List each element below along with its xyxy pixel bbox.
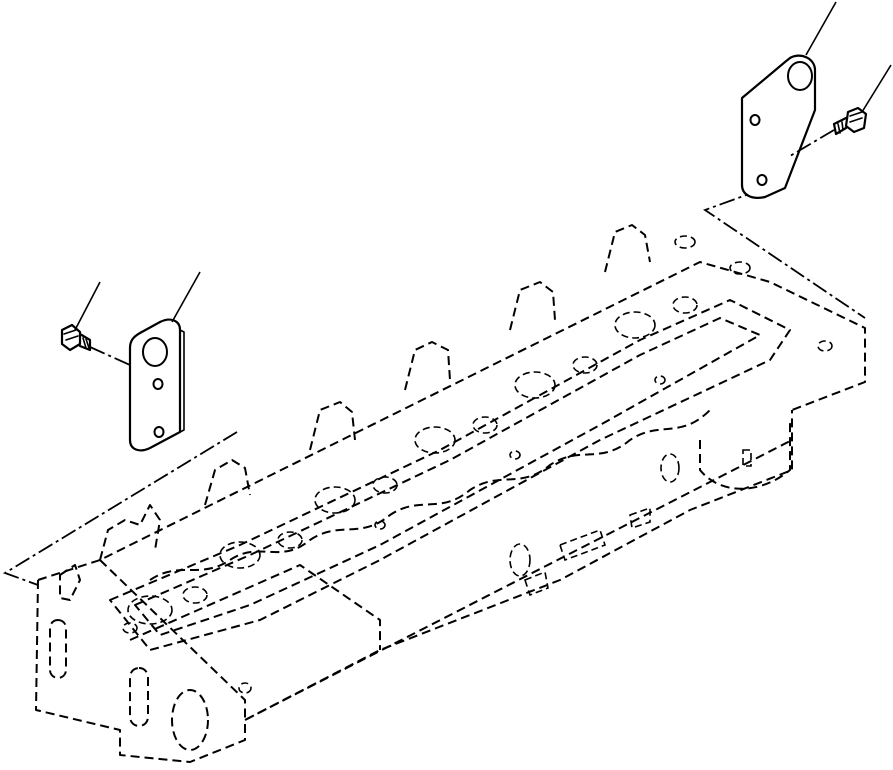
front-mount-guide: [703, 189, 866, 319]
head-gasket-inner: [134, 317, 761, 636]
front-face-ports: [49, 619, 252, 751]
rear-lifting-bracket: [128, 318, 185, 452]
rocker-boss-5: [509, 281, 556, 331]
front-bracket-lower-hole: [756, 174, 768, 186]
front-bracket-bolt: [789, 106, 868, 157]
front-bracket-leader: [805, 1, 837, 56]
head-internal-rib: [149, 409, 711, 581]
head-bottom-edge: [244, 439, 793, 721]
front-bracket-upper-hole: [749, 114, 761, 126]
head-edge-line: [129, 564, 381, 650]
side-outlet: [509, 420, 791, 597]
bracket-lifting-eye: [142, 337, 168, 367]
rear-mount-guide: [2, 431, 238, 586]
rear-bracket-bolt: [60, 323, 131, 366]
valve-ports: [127, 235, 833, 625]
head-gasket-outline: [109, 299, 791, 651]
rocker-boss-3: [309, 401, 356, 451]
bracket-bolt-hole-lower: [153, 426, 165, 438]
front-bracket-lifting-eye: [787, 61, 813, 91]
rocker-boss-1: [99, 504, 161, 561]
head-front-face: [35, 410, 793, 763]
head-side-edge: [99, 559, 246, 720]
bracket-bolt-hole: [152, 378, 164, 390]
head-top-face: [37, 261, 866, 581]
rocker-boss-4: [404, 341, 451, 391]
front-bolt-leader: [861, 64, 892, 113]
rear-bracket-leader: [171, 271, 201, 323]
cylinder-head: [35, 224, 866, 763]
rear-bolt-leader: [74, 281, 101, 331]
front-lifting-bracket: [740, 54, 817, 199]
rocker-boss-6: [604, 224, 651, 273]
head-front-block: [59, 564, 81, 601]
rocker-boss-2: [204, 459, 251, 506]
